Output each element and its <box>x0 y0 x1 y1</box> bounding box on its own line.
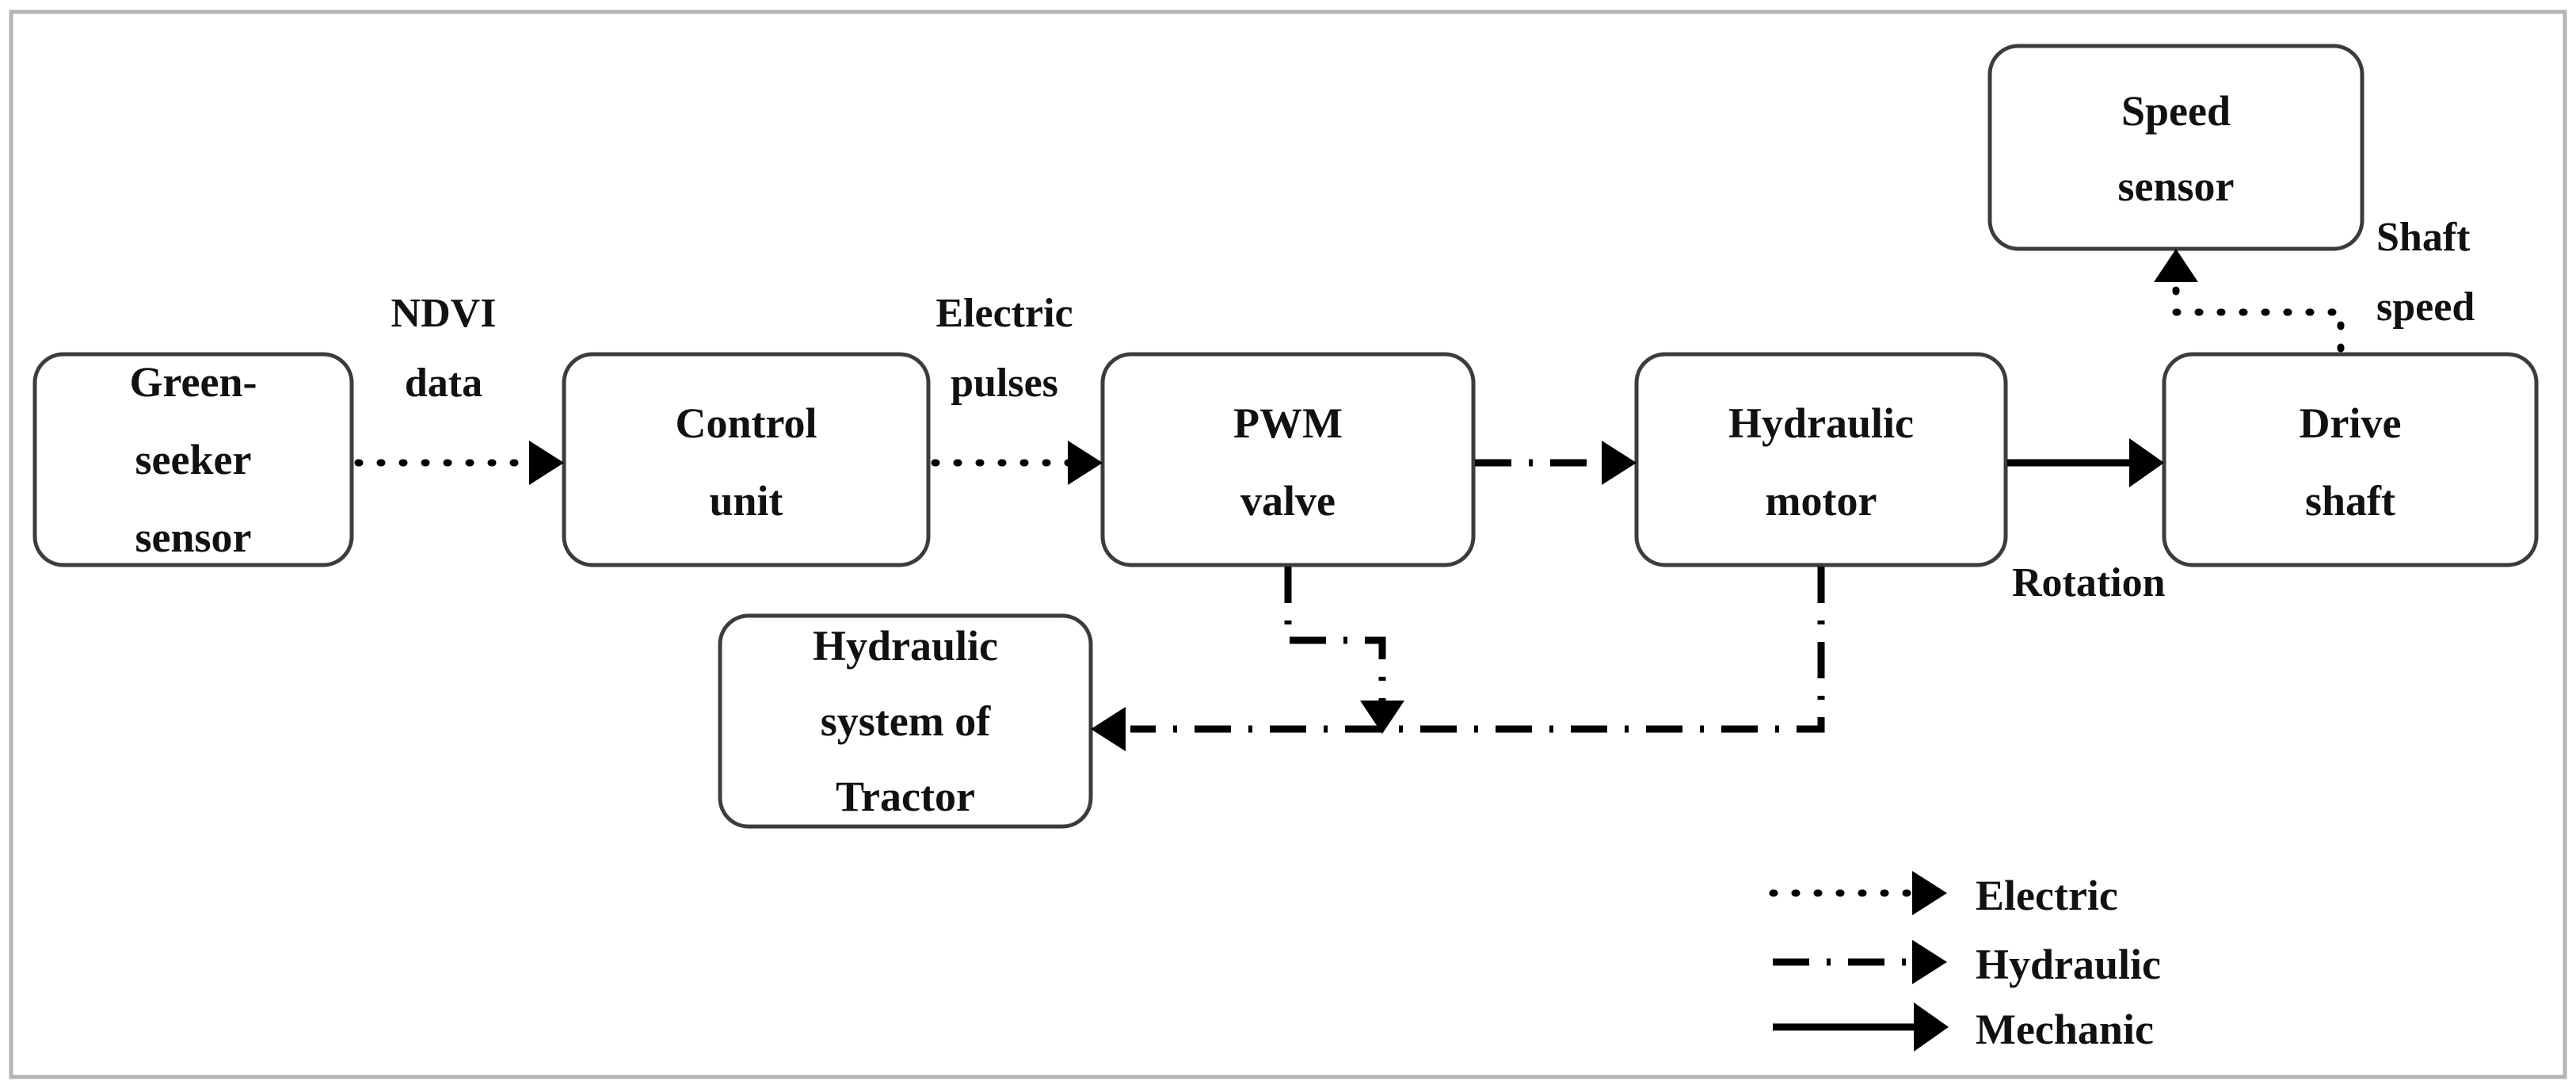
node-pwm-valve-line1: PWM <box>1233 399 1343 447</box>
node-hydraulic-system-box <box>718 613 1093 829</box>
legend-mechanic-label: Mechanic <box>1976 1006 2154 1053</box>
edge-pulses-arrow-icon <box>1068 441 1103 485</box>
edge-ndvi-label-line2: data <box>405 361 482 406</box>
edge-rotation: Rotation <box>2007 438 2166 605</box>
node-hydraulic-system-line3: Tractor <box>836 773 975 820</box>
node-greenseeker-line1: Green- <box>130 358 257 406</box>
legend-hydraulic-label: Hydraulic <box>1976 941 2161 988</box>
edge-shaft-speed-label-line2: speed <box>2376 284 2475 330</box>
node-hydraulic-system-of-tractor[interactable]: Hydraulic system of Tractor <box>718 613 1093 829</box>
legend-mechanic-arrow-icon <box>1914 1002 1949 1052</box>
edge-pwm-return-arrow-icon <box>1360 701 1404 734</box>
node-drive-shaft[interactable]: Drive shaft <box>2162 352 2539 567</box>
edge-ndvi-label-line1: NDVI <box>391 291 497 336</box>
edge-ndvi-arrow-icon <box>529 441 564 485</box>
diagram-frame <box>9 10 2567 1079</box>
node-greenseeker-line3: sensor <box>135 514 252 561</box>
node-speed-sensor-box <box>1987 44 2365 251</box>
edge-rotation-arrow-icon <box>2129 438 2164 487</box>
edge-ndvi-data: NDVI data <box>354 291 564 485</box>
node-hydraulic-motor-box <box>1634 352 2008 567</box>
node-hydraulic-motor-line1: Hydraulic <box>1728 399 1914 447</box>
node-speed-sensor[interactable]: Speed sensor <box>1987 44 2365 251</box>
edge-shaft-speed-line <box>2172 275 2345 353</box>
edge-rotation-label: Rotation <box>2012 560 2166 605</box>
legend-hydraulic-arrow-icon <box>1912 940 1947 984</box>
node-greenseeker-box <box>32 352 354 567</box>
edge-electric-pulses: Electric pulses <box>931 291 1103 485</box>
edge-pulses-label-line1: Electric <box>936 291 1073 336</box>
edge-motor-return-arrow-icon <box>1091 707 1126 751</box>
node-control-unit-line2: unit <box>709 477 783 525</box>
legend-item-mechanic: Mechanic <box>1773 1002 2154 1053</box>
node-speed-sensor-line1: Speed <box>2121 87 2231 135</box>
node-drive-shaft-line2: shaft <box>2305 477 2395 525</box>
legend-item-hydraulic: Hydraulic <box>1773 940 2161 988</box>
edge-pwm-motor-arrow-icon <box>1602 441 1637 485</box>
node-greenseeker-sensor[interactable]: Green- seeker sensor <box>32 352 354 567</box>
node-drive-shaft-box <box>2162 352 2539 567</box>
node-pwm-valve-line2: valve <box>1240 477 1336 525</box>
node-control-unit[interactable]: Control unit <box>562 352 931 567</box>
node-pwm-valve-box <box>1100 352 1476 567</box>
edge-pwm-return <box>1284 567 1404 734</box>
edge-shaft-speed: Shaft speed <box>2154 215 2475 353</box>
node-hydraulic-system-line2: system of <box>821 697 991 745</box>
node-speed-sensor-line2: sensor <box>2118 162 2235 210</box>
edge-pwm-to-motor <box>1475 441 1637 485</box>
edge-pwm-return-line <box>1284 567 1386 704</box>
node-hydraulic-motor[interactable]: Hydraulic motor <box>1634 352 2008 567</box>
node-hydraulic-motor-line2: motor <box>1766 477 1877 525</box>
edge-motor-return <box>1091 567 1825 751</box>
legend-item-electric: Electric <box>1769 871 2118 919</box>
legend-electric-label: Electric <box>1976 872 2118 919</box>
node-greenseeker-line2: seeker <box>135 436 252 483</box>
edge-motor-return-line <box>1130 567 1825 733</box>
edge-shaft-speed-label-line1: Shaft <box>2376 215 2471 260</box>
edge-pulses-label-line2: pulses <box>951 361 1058 406</box>
node-hydraulic-system-line1: Hydraulic <box>813 622 998 670</box>
node-control-unit-line1: Control <box>675 399 817 447</box>
node-drive-shaft-line1: Drive <box>2300 399 2402 447</box>
node-control-unit-box <box>562 352 931 567</box>
node-pwm-valve[interactable]: PWM valve <box>1100 352 1476 567</box>
edge-shaft-speed-arrow-icon <box>2154 249 2198 282</box>
legend-electric-arrow-icon <box>1912 871 1947 915</box>
legend: Electric Hydraulic Mechanic <box>1769 871 2161 1053</box>
